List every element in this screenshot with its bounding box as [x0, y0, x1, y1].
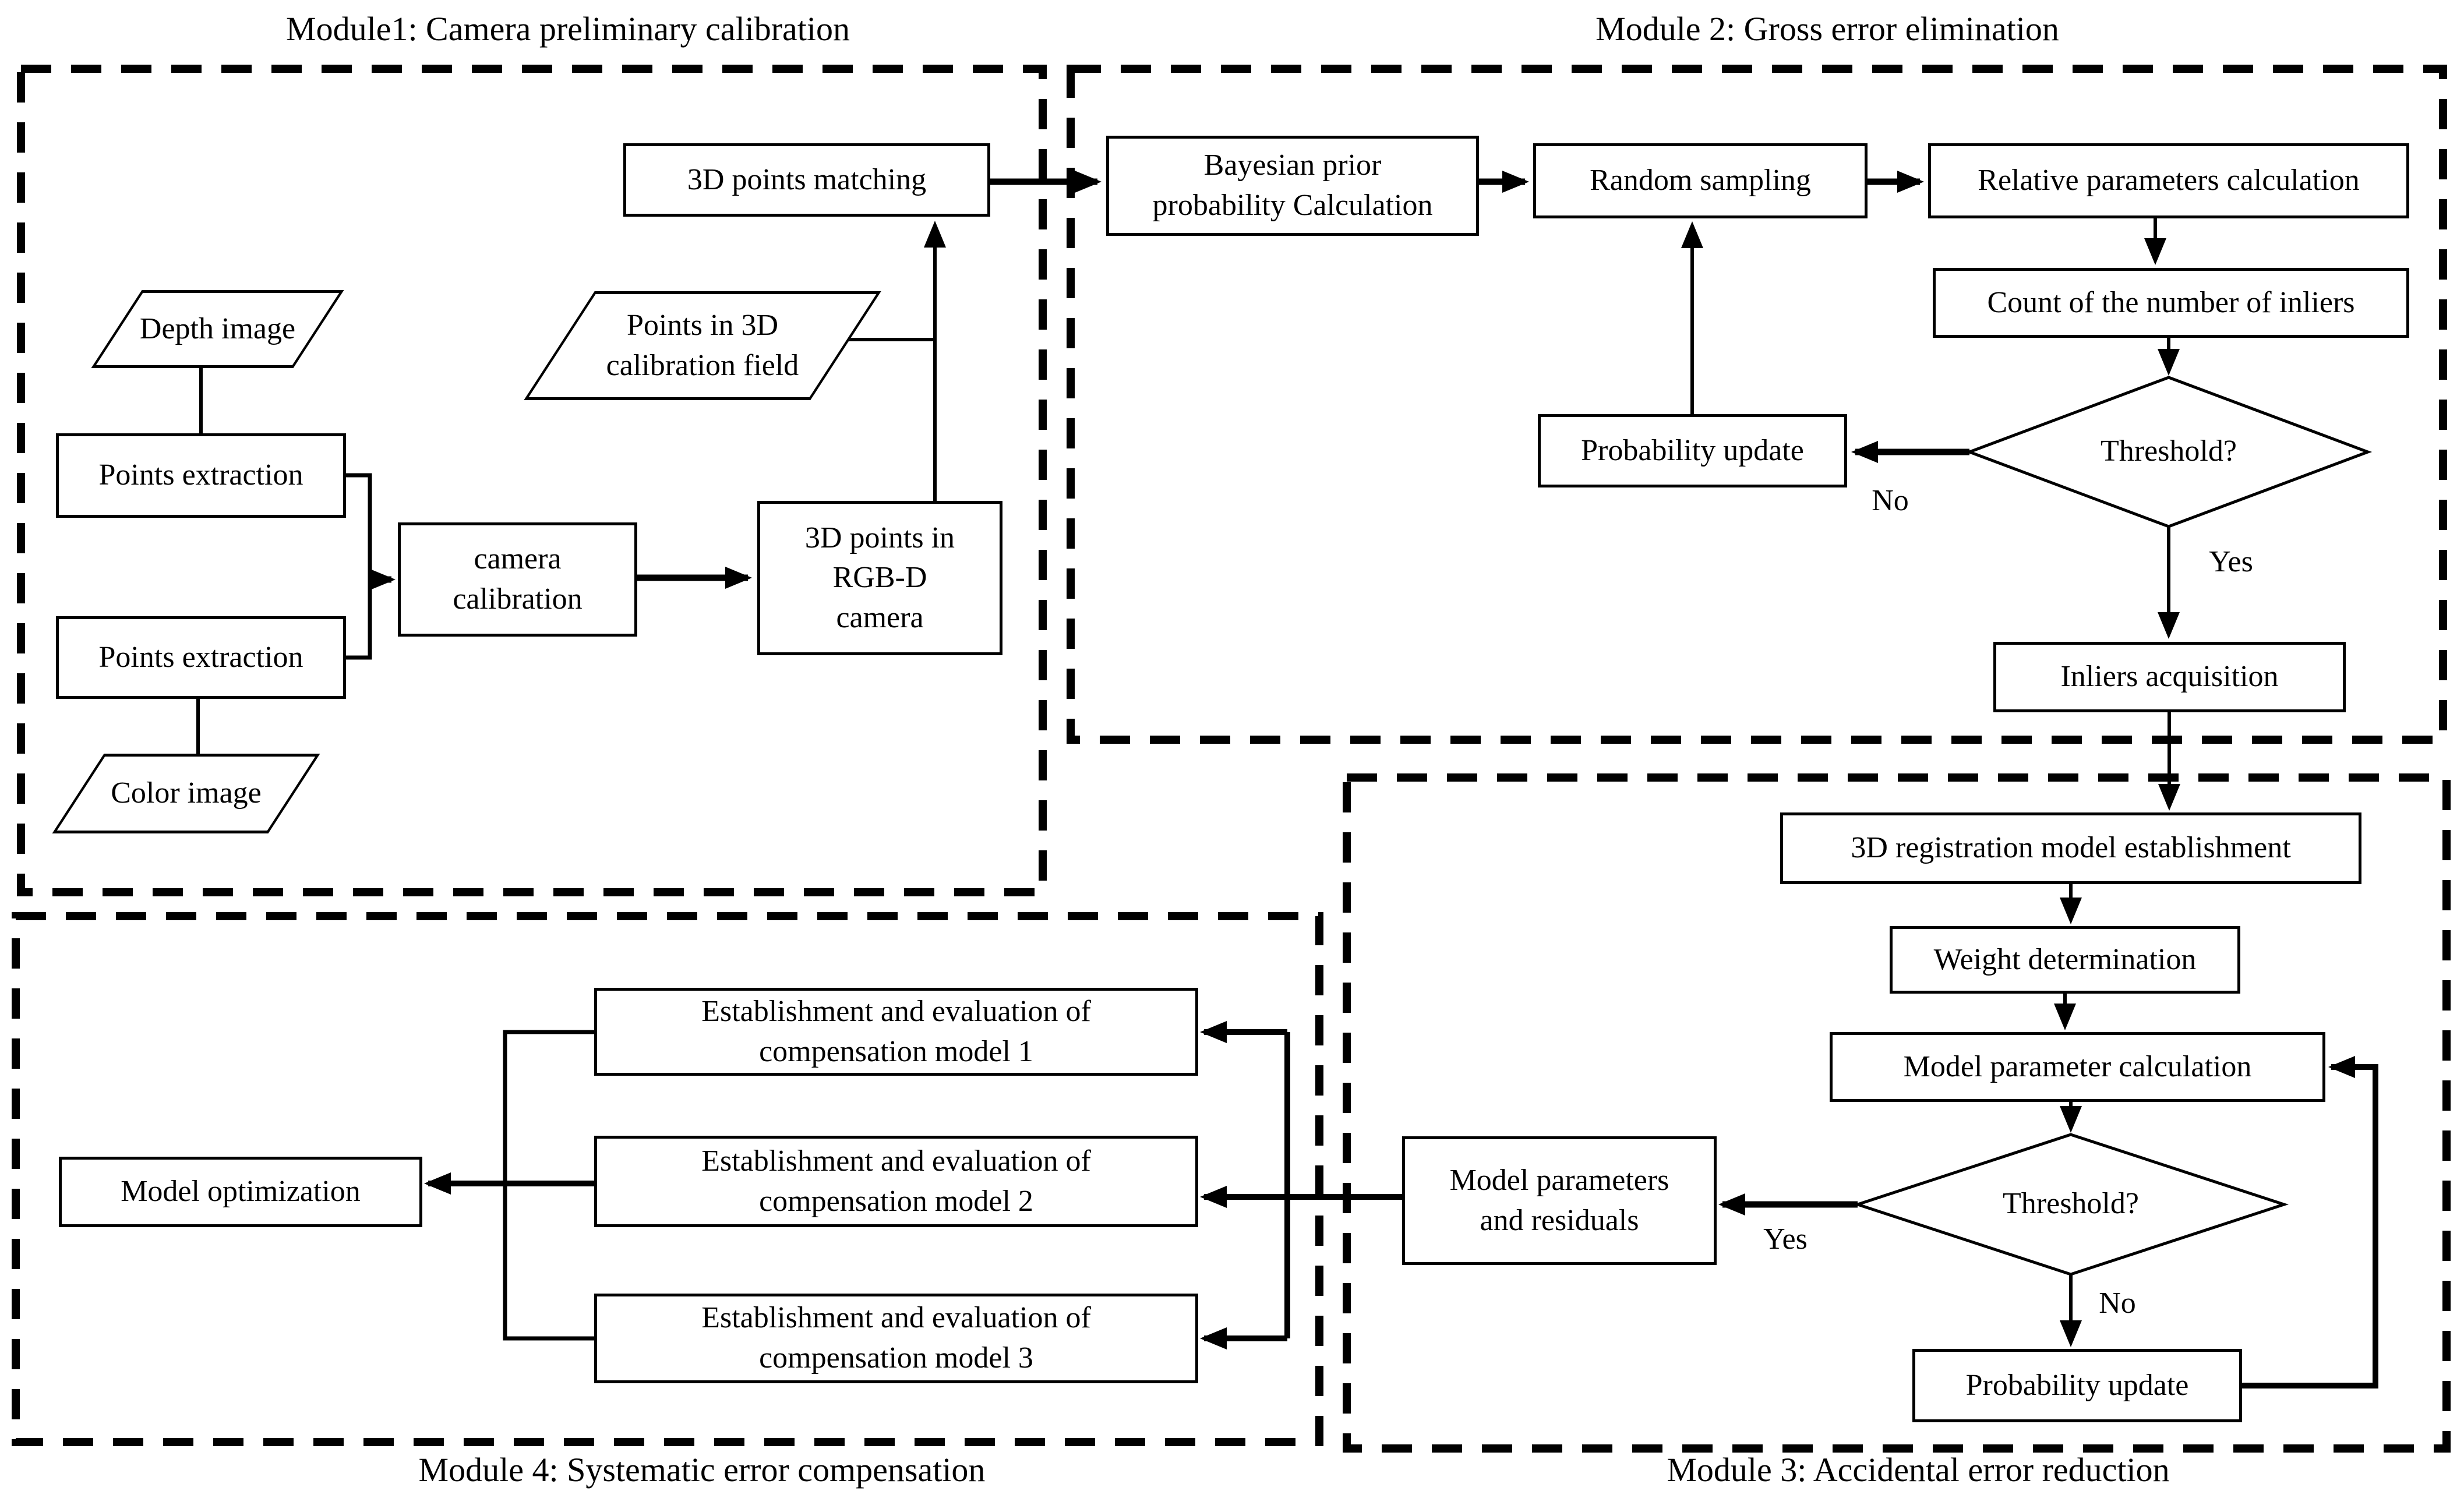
- node-label: Points extraction: [98, 640, 303, 674]
- node-label: camera: [836, 600, 924, 634]
- module2-boundary: [1067, 65, 2447, 744]
- label-yes-m2: Yes: [2209, 545, 2253, 578]
- bracket-extractions-merge: [346, 473, 372, 660]
- node-label: calibration field: [606, 348, 799, 382]
- module4-caption: Module 4: Systematic error compensation: [418, 1451, 986, 1489]
- diamond-threshold-m2-label: Threshold?: [2101, 434, 2237, 468]
- node-points-matching: 3D points matching: [623, 143, 990, 217]
- node-model-param-calc: Model parameter calculation: [1830, 1032, 2325, 1102]
- node-label: and residuals: [1480, 1203, 1639, 1237]
- node-weight-determination: Weight determination: [1890, 926, 2240, 994]
- node-model-params-residuals: Model parameters and residuals: [1402, 1136, 1717, 1265]
- node-probability-update-m3: Probability update: [1912, 1349, 2242, 1422]
- node-label: camera: [474, 542, 562, 576]
- node-label: Probability update: [1581, 433, 1804, 467]
- node-label: Points extraction: [98, 458, 303, 492]
- module1-boundary: [17, 65, 1047, 896]
- node-comp-model-2: Establishment and evaluation of compensa…: [594, 1136, 1198, 1227]
- label-no-m3: No: [2099, 1287, 2136, 1320]
- node-label: compensation model 2: [759, 1184, 1033, 1218]
- label-yes-m3: Yes: [1763, 1223, 1808, 1256]
- shape-points-3d-field: Points in 3D calibration field: [524, 291, 881, 400]
- module3-boundary: [1343, 773, 2451, 1453]
- node-label: probability Calculation: [1152, 189, 1433, 222]
- node-label: compensation model 3: [759, 1341, 1033, 1375]
- node-label: Random sampling: [1590, 164, 1811, 197]
- module2-title: Module 2: Gross error elimination: [1595, 10, 2059, 48]
- module3-caption: Module 3: Accidental error reduction: [1667, 1451, 2170, 1489]
- node-label: 3D points matching: [687, 162, 927, 196]
- node-label: Model optimization: [121, 1175, 361, 1209]
- node-label: Establishment and evaluation of: [701, 1144, 1091, 1178]
- node-points-extraction-bottom: Points extraction: [56, 616, 346, 699]
- node-label: RGB-D: [832, 561, 927, 595]
- node-label: calibration: [453, 582, 583, 616]
- node-points-extraction-top: Points extraction: [56, 433, 346, 518]
- node-comp-model-3: Establishment and evaluation of compensa…: [594, 1294, 1198, 1383]
- node-camera-calibration: camera calibration: [398, 522, 637, 637]
- node-rgbd-points: 3D points in RGB-D camera: [757, 501, 1002, 655]
- feedback-probability-to-modelparam: [2242, 1064, 2378, 1388]
- node-label: Inliers acquisition: [2060, 660, 2279, 694]
- node-label: compensation model 1: [759, 1034, 1033, 1068]
- node-label: Model parameter calculation: [1903, 1050, 2252, 1083]
- node-registration-model: 3D registration model establishment: [1780, 812, 2361, 884]
- module4-boundary: [12, 912, 1323, 1446]
- module1-title: Module1: Camera preliminary calibration: [286, 10, 850, 48]
- node-label: Weight determination: [1933, 942, 2197, 976]
- node-label: Depth image: [139, 312, 296, 345]
- node-comp-model-1: Establishment and evaluation of compensa…: [594, 988, 1198, 1076]
- node-relative-params: Relative parameters calculation: [1928, 143, 2409, 218]
- node-inliers-acquisition: Inliers acquisition: [1993, 642, 2346, 712]
- node-label: 3D points in: [804, 521, 955, 554]
- diamond-threshold-m3: [1852, 1133, 2289, 1276]
- node-model-optimization: Model optimization: [59, 1157, 422, 1227]
- node-label: Color image: [111, 776, 262, 810]
- node-label: Establishment and evaluation of: [701, 994, 1091, 1028]
- node-label: Relative parameters calculation: [1978, 164, 2360, 197]
- shape-color-image: Color image: [52, 754, 320, 833]
- diamond-threshold-m2: [1965, 376, 2373, 528]
- node-label: Bayesian prior: [1203, 149, 1382, 182]
- node-count-inliers: Count of the number of inliers: [1933, 268, 2409, 338]
- node-random-sampling: Random sampling: [1533, 143, 1868, 218]
- label-no-m2: No: [1872, 484, 1909, 517]
- node-probability-update-m2: Probability update: [1538, 414, 1847, 487]
- node-label: Count of the number of inliers: [1987, 285, 2355, 319]
- node-bayesian-prior: Bayesian prior probability Calculation: [1106, 136, 1479, 236]
- node-label: Points in 3D: [626, 308, 779, 342]
- node-label: Establishment and evaluation of: [701, 1301, 1091, 1335]
- node-label: 3D registration model establishment: [1851, 831, 2291, 865]
- node-label: Probability update: [1965, 1368, 2189, 1402]
- node-label: Model parameters: [1449, 1163, 1669, 1197]
- shape-depth-image: Depth image: [91, 290, 344, 368]
- diamond-threshold-m3-label: Threshold?: [2003, 1187, 2139, 1220]
